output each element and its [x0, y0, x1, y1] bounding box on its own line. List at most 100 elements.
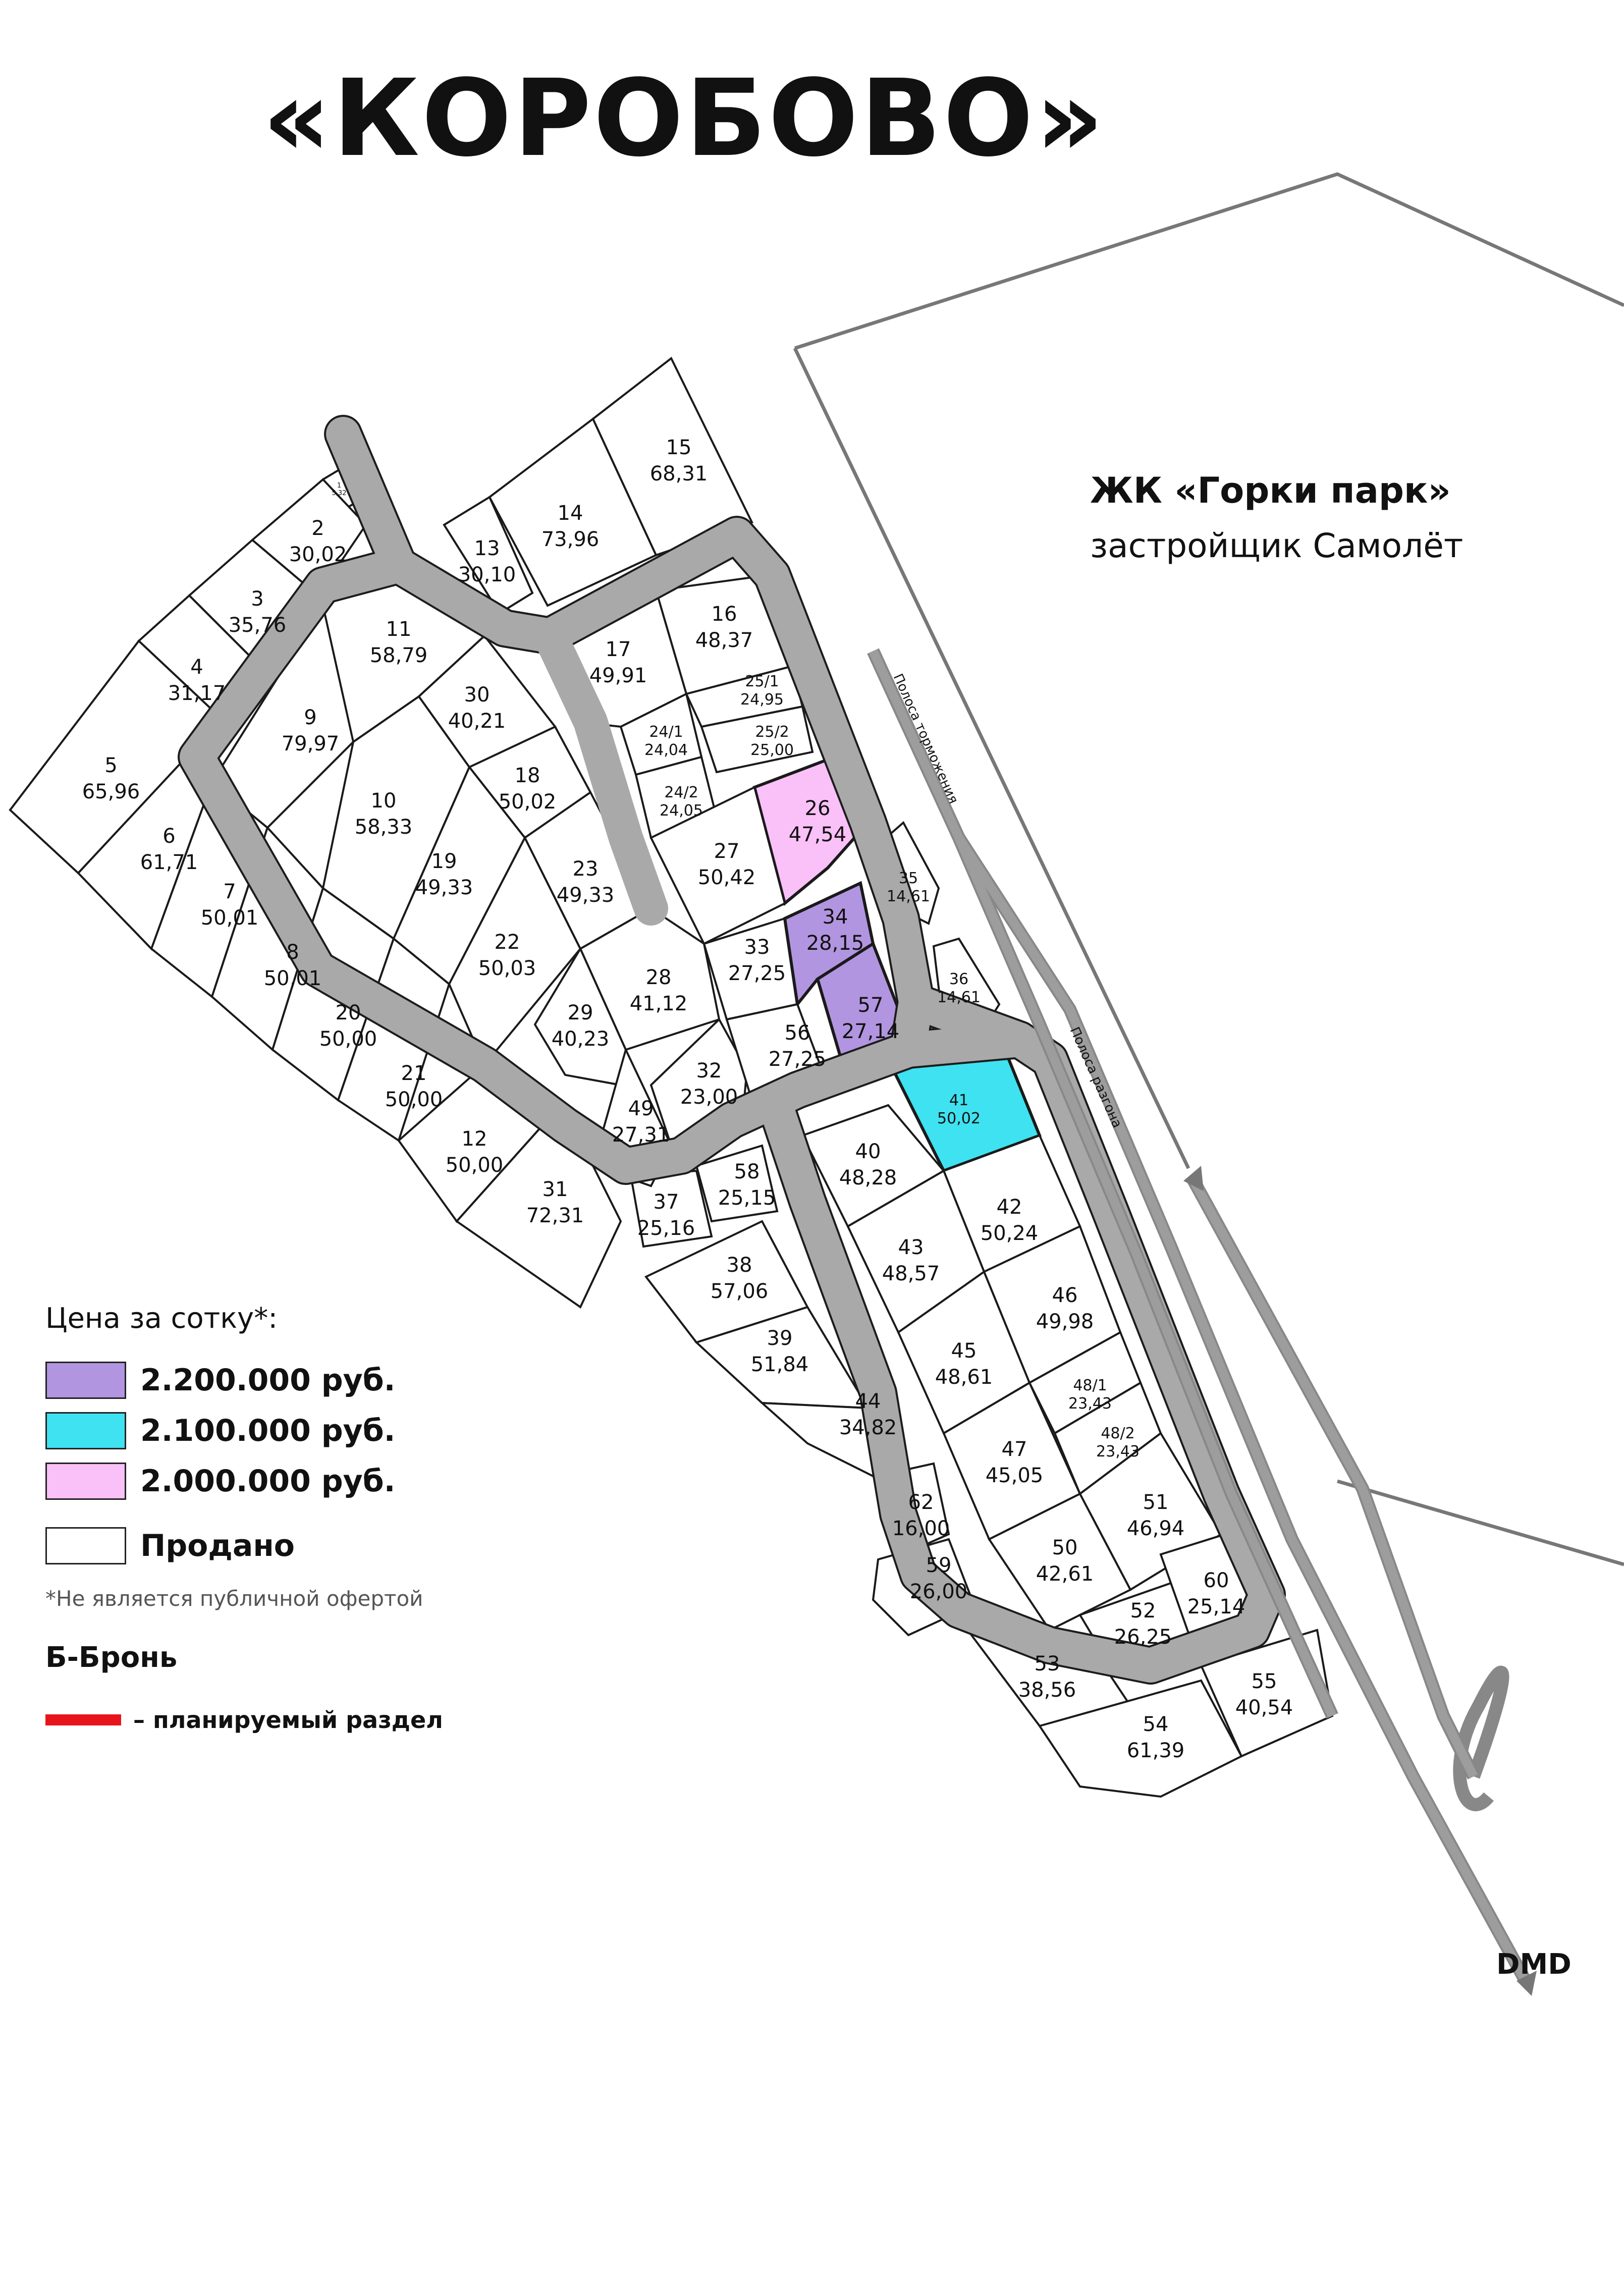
plot-48-2-number: 48/2 [1101, 1425, 1134, 1442]
plot-55-area: 40,54 [1235, 1696, 1293, 1719]
plot-30-shape[interactable] [417, 634, 557, 769]
plot-11-number: 11 [386, 618, 412, 641]
plot-20-number: 20 [336, 1001, 361, 1024]
plot-6-area: 61,71 [140, 851, 198, 874]
swatch-sold [45, 1527, 126, 1564]
plot-54-area: 61,39 [1127, 1739, 1185, 1762]
plot-26-number: 26 [805, 797, 831, 820]
plot-27-area: 50,42 [698, 866, 756, 889]
neighbor-boundary-south [1337, 1479, 1624, 1566]
plot-22-area: 50,03 [478, 957, 536, 980]
plot-48-2-area: 23,43 [1096, 1443, 1140, 1461]
plot-25-1-area: 24,95 [740, 691, 784, 709]
plot-13-area: 30,10 [458, 563, 516, 586]
highway-lanes [867, 648, 1537, 1996]
neighbor-info: ЖК «Горки парк» застройщик Самолёт [1090, 469, 1463, 571]
swatch-2100 [45, 1412, 126, 1449]
plot-13-number: 13 [474, 537, 500, 560]
plot-24-2-area: 24,05 [660, 802, 703, 820]
plot-51-number: 51 [1143, 1491, 1169, 1514]
plot-8-number: 8 [286, 941, 299, 964]
plot-30-area: 40,21 [448, 710, 506, 733]
plot-60-number: 60 [1204, 1569, 1229, 1592]
plot-14-area: 73,96 [542, 528, 600, 551]
plot-49-area: 27,31 [612, 1123, 670, 1147]
dmd-label: DMD [1496, 1948, 1572, 1981]
legend: Цена за сотку*: 2.200.000 руб. 2.100.000… [45, 1302, 500, 1734]
plot-40-area: 48,28 [839, 1166, 897, 1189]
plot-7-number: 7 [223, 880, 236, 903]
plot-45-area: 48,61 [935, 1366, 993, 1389]
plot-23-number: 23 [573, 857, 599, 881]
plot-1-area: 5,32 [332, 490, 347, 497]
plot-62-area: 16,00 [892, 1517, 950, 1540]
plot-17-number: 17 [606, 638, 631, 661]
plot-57-number: 57 [858, 994, 884, 1017]
plot-54-shape[interactable] [1038, 1679, 1243, 1798]
plot-9-area: 79,97 [282, 732, 340, 755]
plot-25-1-number: 25/1 [745, 673, 779, 690]
legend-price-2100-label: 2.100.000 руб. [140, 1413, 396, 1448]
plot-29-number: 29 [568, 1001, 593, 1024]
plot-60-area: 25,14 [1187, 1595, 1246, 1618]
legend-price-2100: 2.100.000 руб. [45, 1405, 500, 1456]
plot-49-number: 49 [628, 1097, 654, 1120]
plot-27-shape[interactable] [649, 786, 786, 945]
plot-37-area: 25,16 [637, 1217, 695, 1240]
plot-44-number: 44 [855, 1390, 881, 1413]
plot-38-area: 57,06 [711, 1280, 769, 1303]
plot-59-area: 26,00 [910, 1580, 968, 1603]
legend-price-2000-label: 2.000.000 руб. [140, 1464, 396, 1499]
plot-15-area: 68,31 [650, 462, 708, 485]
plot-31-area: 72,31 [526, 1204, 584, 1227]
plot-53-number: 53 [1035, 1652, 1060, 1675]
plot-52-number: 52 [1130, 1599, 1156, 1623]
plot-48-1-area: 23,43 [1068, 1395, 1112, 1413]
plot-33-number: 33 [744, 936, 770, 959]
plot-8-area: 50,01 [264, 967, 322, 990]
dmd-arrow-head [1517, 1971, 1537, 1996]
plot-24-1-area: 24,04 [644, 741, 688, 759]
braking-lane-label: Полоса торможения [890, 672, 961, 806]
legend-planned: – планируемый раздел [45, 1706, 500, 1734]
plot-5-area: 65,96 [82, 780, 140, 803]
plot-34-area: 28,15 [806, 932, 864, 955]
plot-38-number: 38 [727, 1254, 752, 1277]
plot-54-number: 54 [1143, 1713, 1169, 1736]
plot-5-number: 5 [104, 754, 117, 777]
plot-47-number: 47 [1002, 1438, 1027, 1461]
plot-47-area: 45,05 [986, 1464, 1044, 1487]
plot-14-number: 14 [558, 502, 583, 525]
offer-disclaimer: *Не является публичной офертой [45, 1586, 423, 1611]
plot-24-1-number: 24/1 [649, 723, 683, 741]
plot-43-number: 43 [898, 1236, 924, 1259]
plot-25-2-shape[interactable] [700, 705, 814, 774]
plot-shapes [9, 356, 1334, 1798]
reserved-label: Б-Бронь [45, 1641, 178, 1674]
plot-11-area: 58,79 [370, 644, 428, 667]
plot-40-number: 40 [855, 1140, 881, 1163]
plot-31-shape[interactable] [455, 1124, 622, 1309]
plot-13-shape[interactable] [443, 496, 534, 615]
legend-price-2200-label: 2.200.000 руб. [140, 1363, 396, 1398]
plot-52-area: 26,25 [1114, 1626, 1172, 1649]
plot-4-area: 31,17 [168, 682, 226, 705]
plot-10-area: 58,33 [355, 816, 413, 839]
plot-12-number: 12 [462, 1127, 488, 1151]
planned-label: – планируемый раздел [133, 1706, 443, 1734]
plot-58-shape[interactable] [695, 1144, 779, 1223]
plot-48-1-number: 48/1 [1073, 1377, 1107, 1394]
plot-15-shape[interactable] [591, 356, 753, 557]
plot-45-number: 45 [951, 1339, 977, 1363]
plot-19-area: 49,33 [415, 876, 473, 899]
plot-21-number: 21 [401, 1062, 427, 1085]
plot-41-area: 50,02 [937, 1110, 981, 1127]
swatch-2000 [45, 1463, 126, 1500]
plot-12-area: 50,00 [446, 1154, 504, 1177]
swatch-2200 [45, 1362, 126, 1399]
plot-18-area: 50,02 [499, 790, 557, 814]
plot-25-2-number: 25/2 [755, 723, 789, 741]
plot-4-number: 4 [190, 656, 203, 679]
plot-22-number: 22 [495, 931, 520, 954]
